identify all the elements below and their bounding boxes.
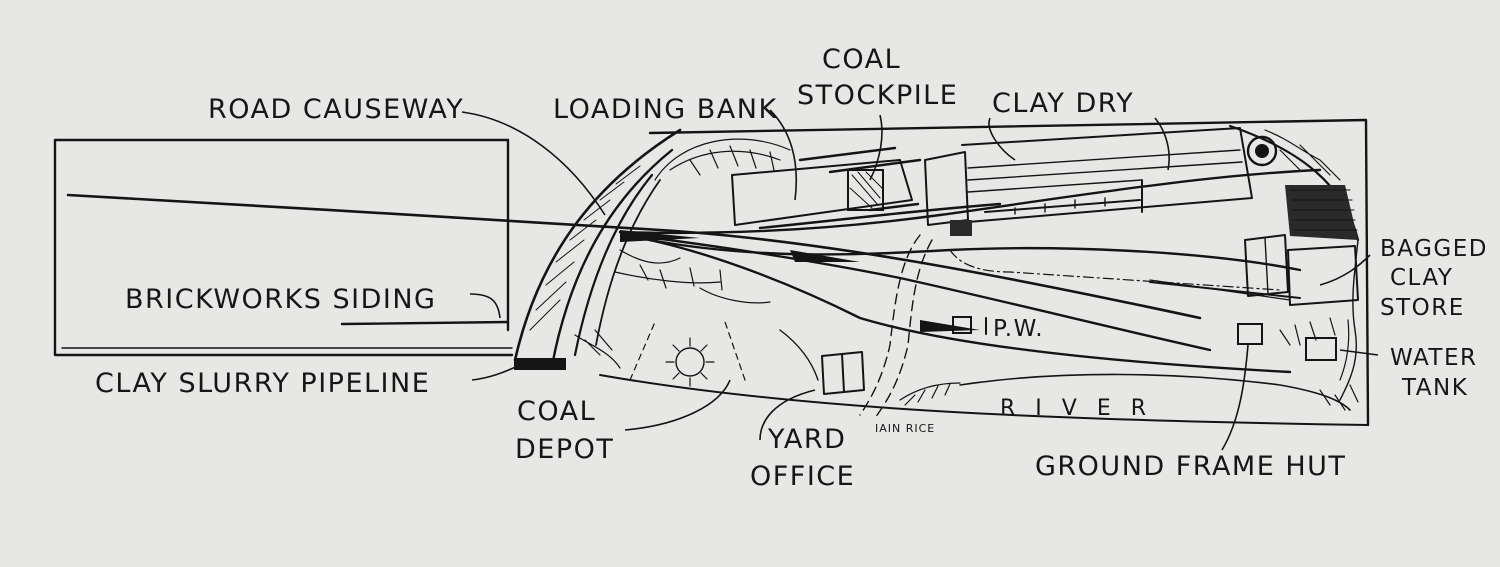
tracks (66, 146, 1322, 374)
label-coal-stockpile-2: STOCKPILE (797, 80, 958, 111)
road-and-river (599, 234, 1369, 426)
label-coal-depot-1: COAL (517, 396, 596, 427)
label-clay-dry: CLAY DRY (992, 88, 1134, 119)
label-river: RIVER (1000, 396, 1166, 421)
rock-face (1228, 124, 1360, 401)
labels: ROAD CAUSEWAY LOADING BANK COAL STOCKPIL… (95, 44, 1488, 492)
label-coal-stockpile-1: COAL (822, 44, 901, 75)
label-clay-slurry-pipeline: CLAY SLURRY PIPELINE (95, 368, 430, 399)
label-water-tank-2: TANK (1401, 375, 1468, 401)
label-coal-depot-2: DEPOT (515, 434, 614, 465)
label-brickworks-siding: BRICKWORKS SIDING (125, 284, 436, 315)
label-ground-frame-hut: GROUND FRAME HUT (1035, 451, 1346, 482)
baseboard-outline (53, 118, 1370, 427)
label-bagged-clay-store-1: BAGGED (1380, 236, 1488, 262)
label-road-causeway: ROAD CAUSEWAY (208, 94, 464, 125)
label-yard-office-1: YARD (767, 424, 846, 455)
label-yard-office-2: OFFICE (750, 461, 855, 492)
label-bagged-clay-store-3: STORE (1380, 295, 1465, 321)
buildings (629, 127, 1359, 395)
artist-signature: IAIN RICE (875, 422, 935, 435)
label-loading-bank: LOADING BANK (553, 94, 778, 125)
leader-lines (461, 109, 1379, 451)
road-causeway (513, 128, 682, 370)
label-water-tank-1: WATER (1390, 345, 1478, 371)
label-pw: P.W. (993, 316, 1044, 342)
label-bagged-clay-store-2: CLAY (1390, 265, 1453, 291)
